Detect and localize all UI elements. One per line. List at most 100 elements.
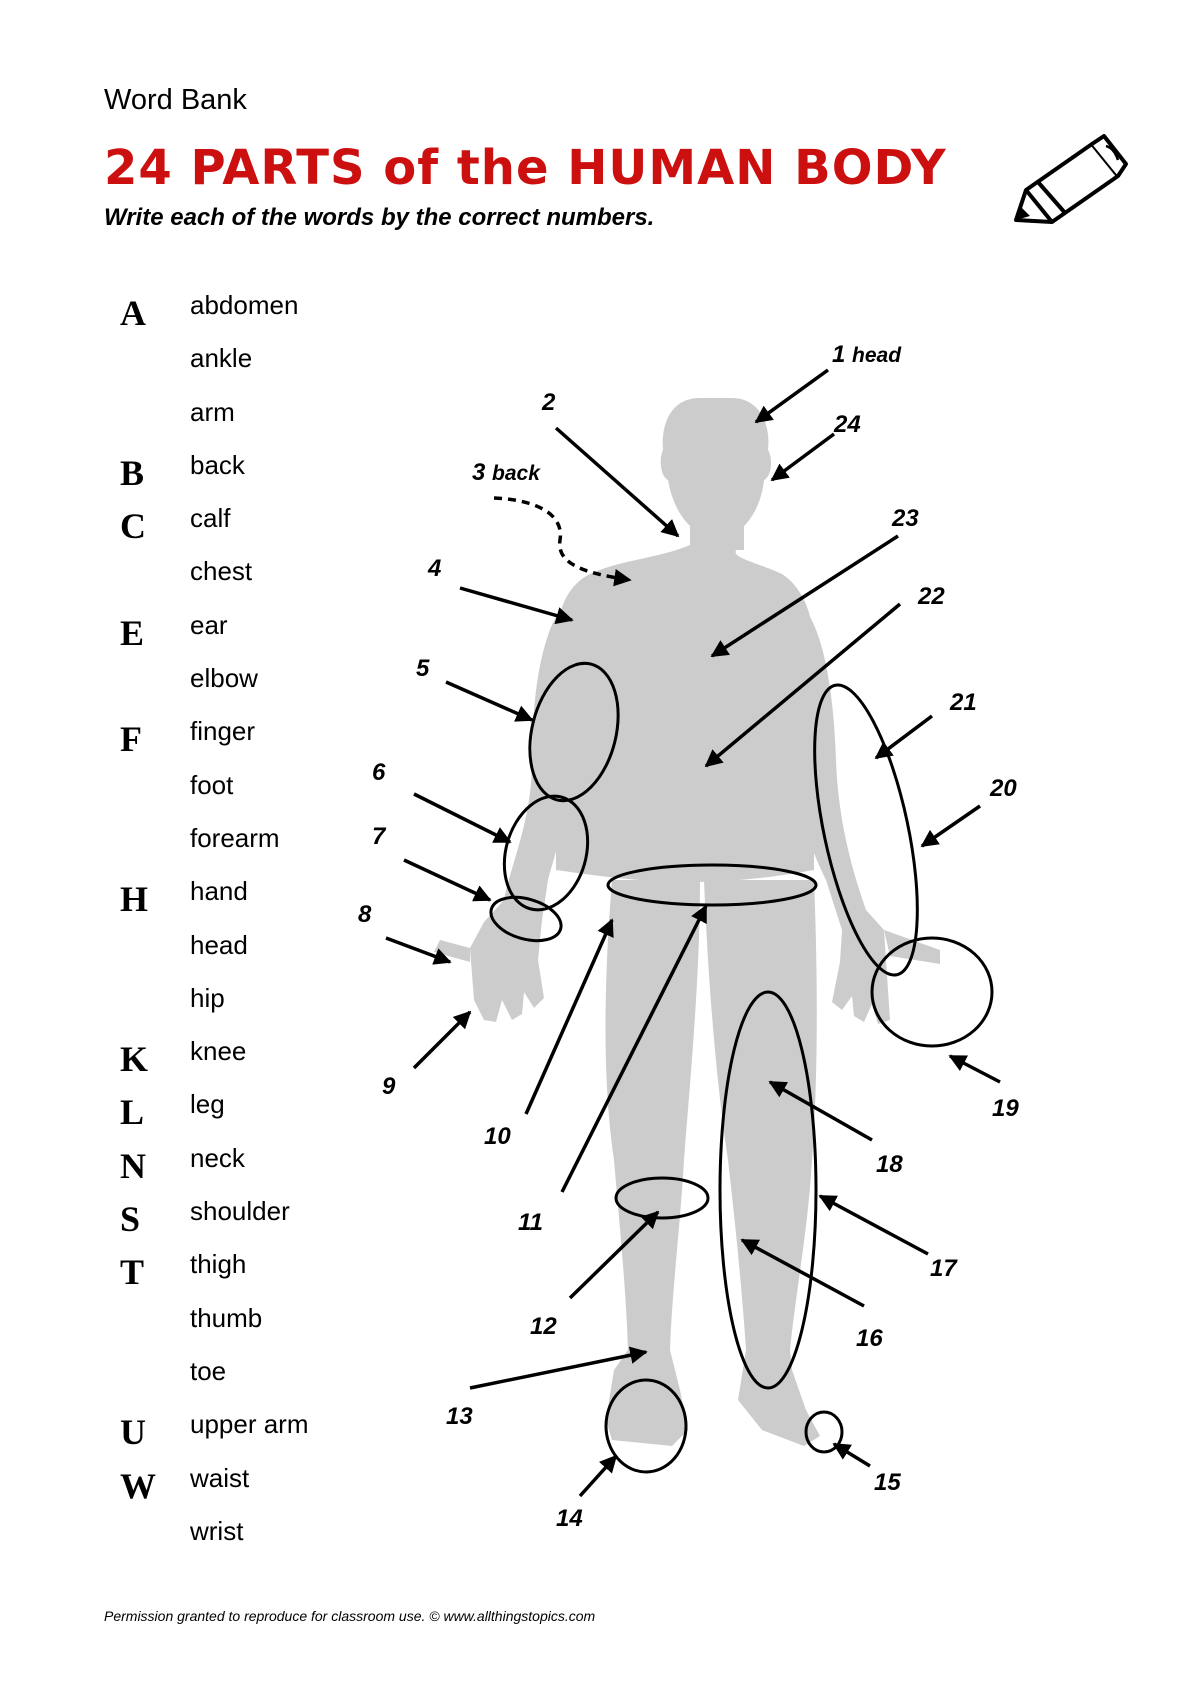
word-bank-row: elbow — [110, 663, 370, 716]
label-9: 9 — [382, 1073, 396, 1100]
word-bank-item: calf — [190, 503, 231, 534]
word-bank-item: waist — [190, 1462, 250, 1493]
label-12: 12 — [530, 1313, 557, 1340]
label-19: 19 — [992, 1095, 1019, 1122]
word-bank-row: chest — [110, 556, 370, 609]
leg-ellipse — [718, 990, 818, 1390]
word-bank-row: arm — [110, 397, 370, 450]
word-bank-item: elbow — [190, 663, 258, 694]
arm-ellipse — [813, 683, 919, 977]
label-3-word: back — [492, 462, 541, 485]
word-bank-row: wrist — [110, 1516, 370, 1569]
arrow-8 — [385, 936, 452, 965]
word-bank-item: shoulder — [190, 1196, 290, 1227]
label-13: 13 — [446, 1403, 473, 1430]
word-bank-item: leg — [190, 1089, 225, 1120]
arrow-2 — [554, 426, 680, 538]
word-bank-item: thigh — [190, 1249, 247, 1280]
foot-ellipse — [604, 1378, 688, 1474]
arrow-16 — [740, 1238, 865, 1308]
arrow-13 — [469, 1346, 648, 1390]
knee-ellipse — [614, 1176, 710, 1220]
word-bank-row: hip — [110, 983, 370, 1036]
label-1: 1 head — [832, 341, 902, 368]
word-bank-row: ankle — [110, 343, 370, 396]
index-letter: B — [120, 452, 145, 493]
word-bank-item: upper arm — [190, 1409, 309, 1440]
arrow-23 — [710, 534, 899, 658]
toe-ellipse — [804, 1410, 844, 1454]
left-hand-fingers — [434, 940, 470, 962]
arrow-21 — [874, 714, 934, 760]
label-14: 14 — [556, 1505, 583, 1532]
arrow-20 — [920, 804, 981, 848]
word-bank-row: foot — [110, 770, 370, 823]
left-arm-shape — [470, 610, 582, 1022]
word-bank-row: toe — [110, 1356, 370, 1409]
word-bank-item: neck — [190, 1142, 245, 1173]
word-bank-item: chest — [190, 556, 253, 587]
label-22: 22 — [917, 583, 945, 610]
arrow-9 — [412, 1010, 472, 1070]
index-letter: C — [120, 506, 146, 547]
right-arm-shape — [786, 610, 890, 1024]
footer-credit: Permission granted to reproduce for clas… — [104, 1608, 596, 1624]
index-letter: U — [120, 1412, 146, 1453]
arrow-22 — [704, 602, 902, 768]
word-bank-item: foot — [190, 769, 234, 800]
word-bank-item: ankle — [190, 343, 253, 374]
arrow-3 — [493, 496, 632, 587]
label-21: 21 — [949, 689, 977, 716]
waist-ellipse — [606, 863, 818, 907]
arrow-19 — [948, 1054, 1001, 1084]
arrow-17 — [818, 1194, 929, 1256]
word-bank-row: thumb — [110, 1303, 370, 1356]
word-bank-row: forearm — [110, 823, 370, 876]
wrist-ellipse — [489, 895, 563, 943]
label-18: 18 — [876, 1151, 903, 1178]
arrow-1 — [754, 368, 830, 424]
word-bank-row: head — [110, 930, 370, 983]
word-bank-item: wrist — [190, 1515, 244, 1546]
head-shape — [660, 398, 772, 550]
label-15: 15 — [874, 1469, 901, 1496]
arrow-4 — [459, 586, 574, 625]
label-16: 16 — [856, 1325, 883, 1352]
label-6: 6 — [372, 759, 386, 786]
arrow-6 — [413, 792, 512, 844]
label-17: 17 — [930, 1255, 958, 1282]
arrow-11 — [560, 904, 708, 1193]
arrow-12 — [568, 1210, 660, 1300]
index-letter: N — [120, 1145, 146, 1186]
label-24: 24 — [833, 411, 861, 438]
pencil-icon — [1014, 134, 1128, 224]
index-letter: S — [120, 1199, 141, 1240]
upper-arm-ellipse — [528, 661, 620, 803]
label-7: 7 — [372, 823, 387, 850]
label-8: 8 — [358, 901, 372, 928]
word-bank-item: abdomen — [190, 290, 299, 320]
index-letter: T — [120, 1252, 145, 1293]
arrow-5 — [445, 680, 534, 722]
index-letter: K — [120, 1039, 149, 1080]
word-bank-item: thumb — [190, 1302, 263, 1333]
torso-shape — [556, 545, 814, 882]
word-bank-item: knee — [190, 1036, 247, 1067]
label-10: 10 — [484, 1123, 511, 1150]
arrow-24 — [770, 432, 836, 482]
word-bank-heading: Word Bank — [104, 84, 247, 116]
word-bank-item: forearm — [190, 822, 280, 853]
arrows — [385, 368, 1001, 1498]
word-bank-item: back — [190, 449, 245, 480]
word-bank-item: ear — [190, 609, 228, 640]
right-hand-fingers — [884, 930, 940, 964]
word-bank-item: arm — [190, 396, 235, 427]
word-bank-item: hip — [190, 982, 225, 1013]
